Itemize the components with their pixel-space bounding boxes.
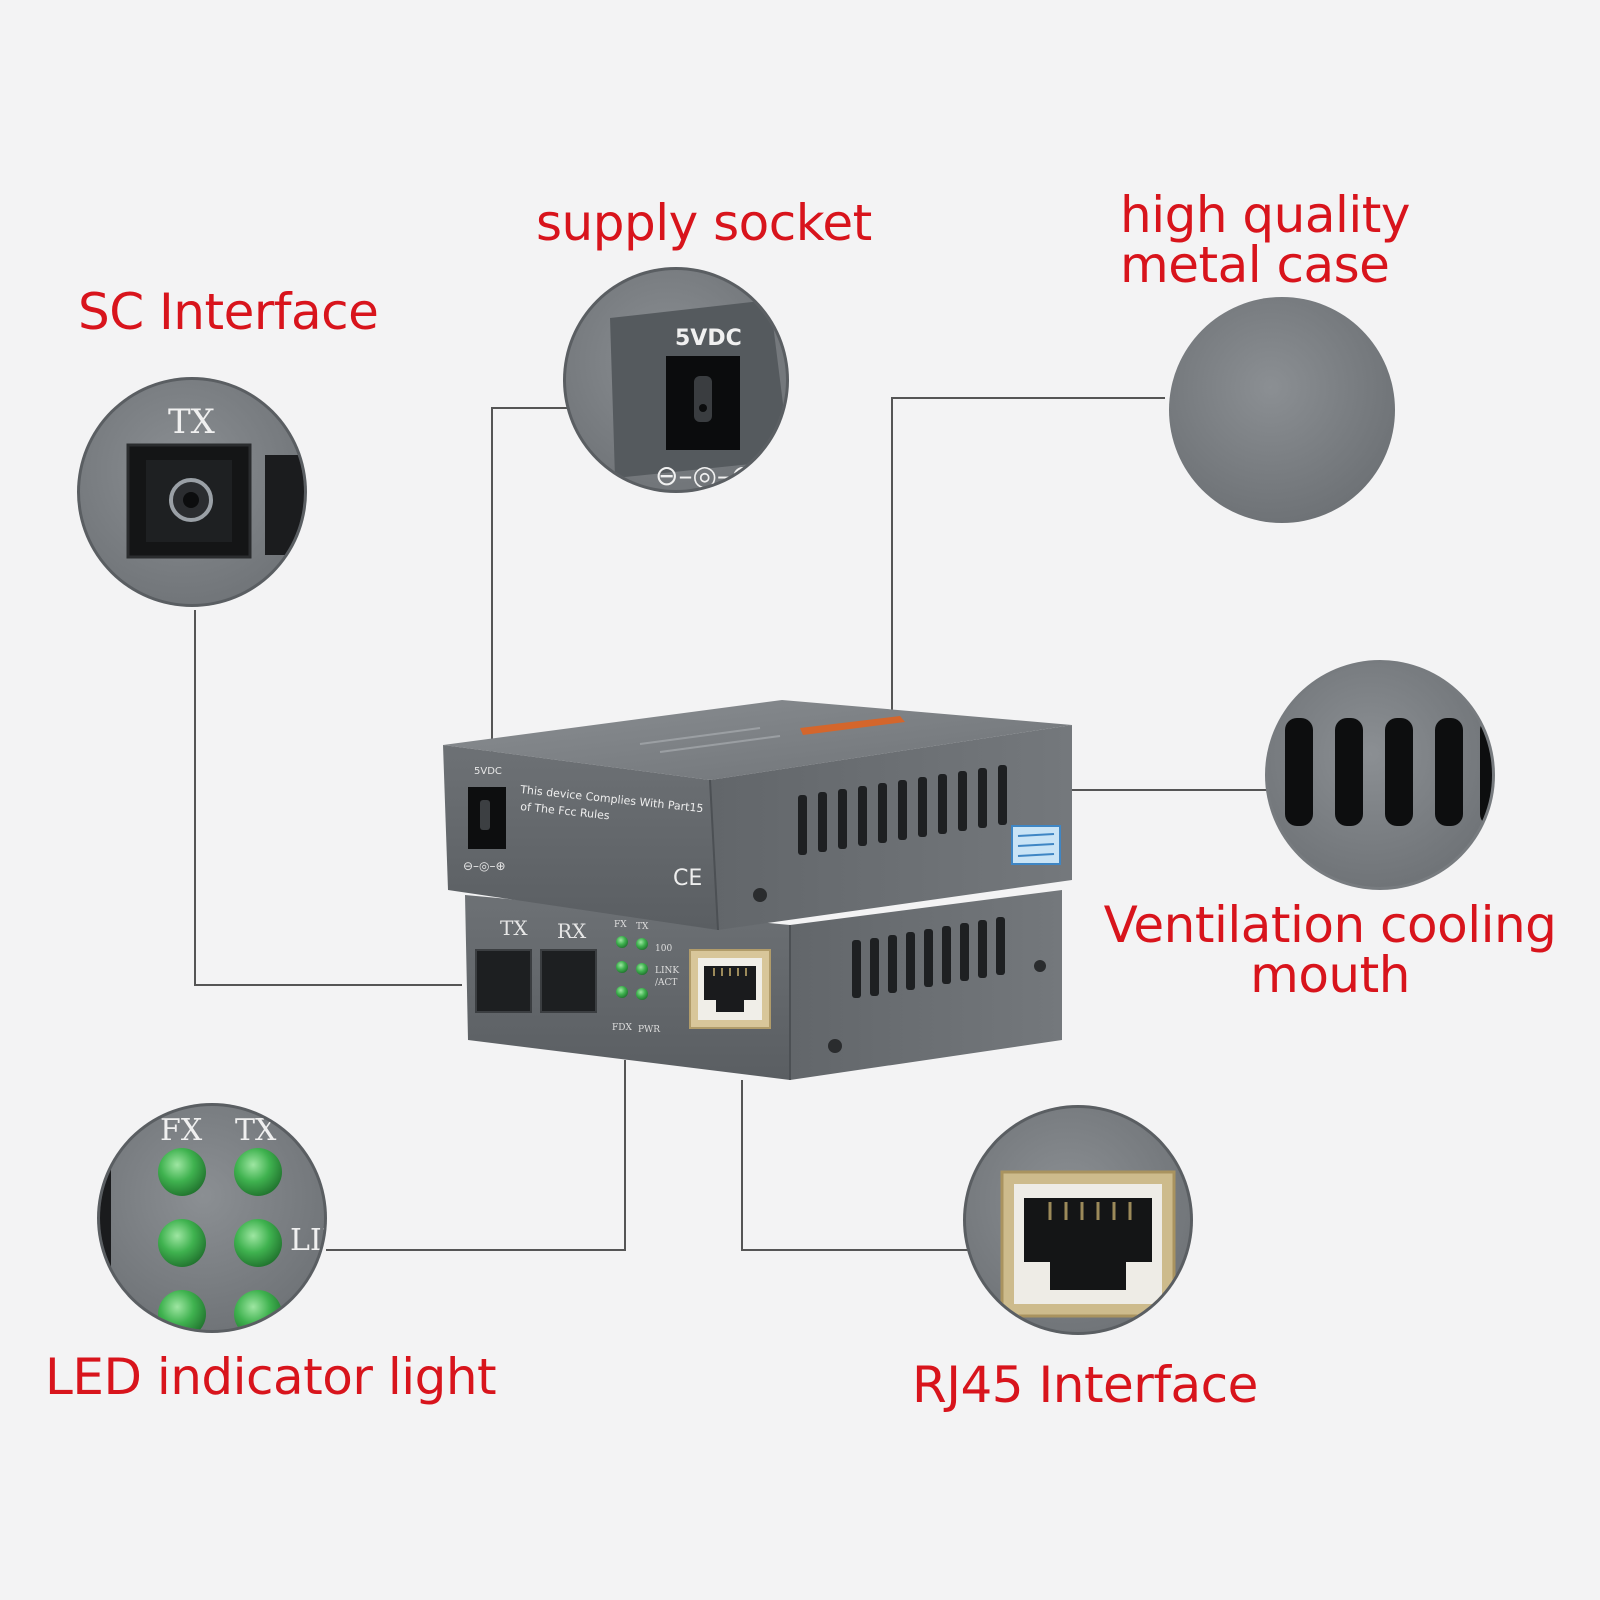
zoom-supply-socket: 5VDC ⊖–◎–⊕ xyxy=(563,267,789,493)
zoom-led-link-label: LINK xyxy=(290,1223,371,1258)
media-converter-top: 5VDC ⊖–◎–⊕ This device Complies With Par… xyxy=(443,700,1072,931)
bottom-leds xyxy=(616,936,648,1000)
led-fdx-label: FDX xyxy=(612,1023,632,1033)
bottom-tx-label: TX xyxy=(500,916,528,940)
bottom-screw xyxy=(828,1039,842,1053)
leader-line-sc xyxy=(194,610,462,986)
bottom-vents xyxy=(852,917,1005,998)
led-act-label: /ACT xyxy=(655,978,677,988)
callout-metal-case: high quality metal case xyxy=(1120,190,1410,290)
callout-led-indicator: LED indicator light xyxy=(45,1348,497,1406)
callout-rj45-interface: RJ45 Interface xyxy=(912,1356,1258,1414)
zoom-sc-tx-label: TX xyxy=(168,402,216,442)
callout-supply-socket: supply socket xyxy=(536,194,872,252)
callout-ventilation-line1: Ventilation cooling xyxy=(1103,896,1557,954)
led-link-label: LINK xyxy=(655,966,679,976)
bottom-front-face xyxy=(465,895,790,1080)
leader-line-rj45 xyxy=(741,1080,968,1251)
zoom-led-fx-label: FX xyxy=(160,1113,203,1148)
ce-mark: CE xyxy=(673,866,702,891)
led-fx-label: FX xyxy=(614,920,627,930)
top-polarity: ⊖–◎–⊕ xyxy=(463,859,506,873)
zoom-metal-case xyxy=(1169,297,1395,523)
zoom-sc-interface: TX xyxy=(77,377,307,607)
callout-ventilation-line2: mouth xyxy=(1250,946,1410,1004)
zoom-ventilation xyxy=(1265,660,1495,890)
zoom-led-indicators: FX TX LINK xyxy=(97,1103,371,1333)
callout-metal-case-line2: metal case xyxy=(1120,236,1390,294)
zoom-5vdc-label: 5VDC xyxy=(675,326,742,351)
bottom-rx-label: RX xyxy=(557,919,587,943)
leader-line-metal-case xyxy=(891,397,1165,710)
callout-ventilation: Ventilation cooling mouth xyxy=(1075,900,1585,1000)
sc-port-tx xyxy=(475,949,532,1013)
top-vents xyxy=(798,765,1007,855)
leader-lines xyxy=(194,397,1270,1251)
callout-sc-interface: SC Interface xyxy=(78,283,379,341)
callout-metal-case-line1: high quality xyxy=(1120,186,1410,244)
leader-line-led xyxy=(326,1060,626,1251)
top-5vdc-label: 5VDC xyxy=(474,766,502,777)
led-100-label: 100 xyxy=(655,944,672,954)
zoom-led-tx-label: TX xyxy=(235,1113,277,1148)
leader-line-supply xyxy=(491,407,575,770)
sc-port-rx xyxy=(540,949,597,1013)
led-tx-label: TX xyxy=(636,922,649,932)
top-screw xyxy=(753,888,767,902)
top-front-face xyxy=(443,745,718,930)
led-pwr-label: PWR xyxy=(638,1025,660,1035)
zoom-rj45 xyxy=(963,1105,1193,1335)
media-converter-bottom: TX RX FX TX 100 LINK /ACT FDX PWR xyxy=(465,890,1062,1080)
rj45-port xyxy=(689,949,771,1029)
